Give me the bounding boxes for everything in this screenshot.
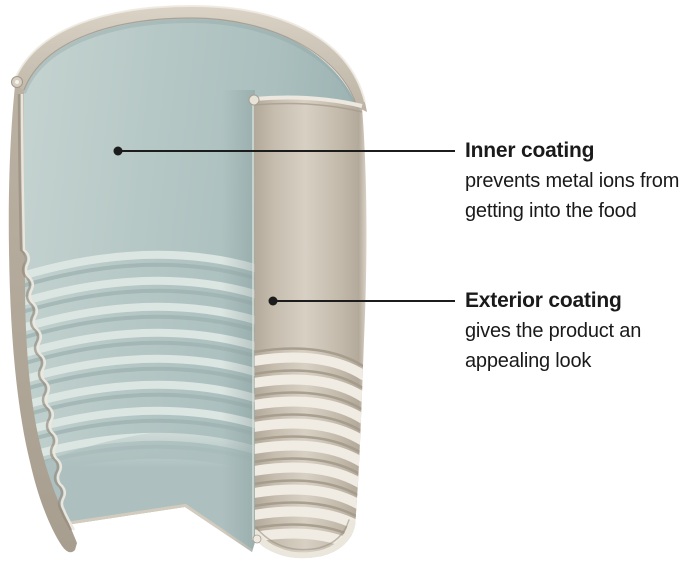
- leader-dot-exterior-coating: [268, 296, 278, 306]
- label-inner-coating: Inner coating prevents metal ions from g…: [465, 136, 679, 226]
- leader-dot-inner-coating: [113, 146, 123, 156]
- bottom-rim-edge: [255, 519, 350, 551]
- rim-outer-highlight: [12, 4, 366, 103]
- label-exterior-coating: Exterior coating gives the product an ap…: [465, 286, 641, 376]
- can-left-cut-wall: [8, 76, 77, 553]
- rim-band: [13, 6, 367, 112]
- exterior-ribs: [254, 347, 367, 559]
- can-top-rim: [11, 4, 367, 112]
- label-exterior-coating-heading: Exterior coating: [465, 289, 622, 312]
- left-wall-strip: [8, 76, 77, 553]
- bottom-rim-band: [254, 519, 358, 559]
- panel-bottom-curl: [252, 534, 262, 544]
- rim-inner-edge: [23, 17, 358, 108]
- label-inner-coating-heading: Inner coating: [465, 139, 595, 162]
- panel-top-rim-shadow: [253, 102, 363, 113]
- panel-top-curl: [248, 94, 260, 106]
- label-inner-coating-line-2: getting into the food: [465, 200, 637, 222]
- can-exterior-panel: [248, 94, 367, 559]
- interior-rim-shadow: [22, 18, 356, 111]
- label-inner-coating-line-1: prevents metal ions from: [465, 170, 680, 192]
- rim-left-curl-core: [15, 80, 19, 84]
- leader-lines: [113, 146, 455, 306]
- panel-top-rim-highlight: [253, 95, 363, 108]
- cut-shadow: [222, 90, 255, 552]
- label-exterior-coating-line-2: appealing look: [465, 350, 592, 372]
- label-exterior-coating-line-1: gives the product an: [465, 320, 642, 342]
